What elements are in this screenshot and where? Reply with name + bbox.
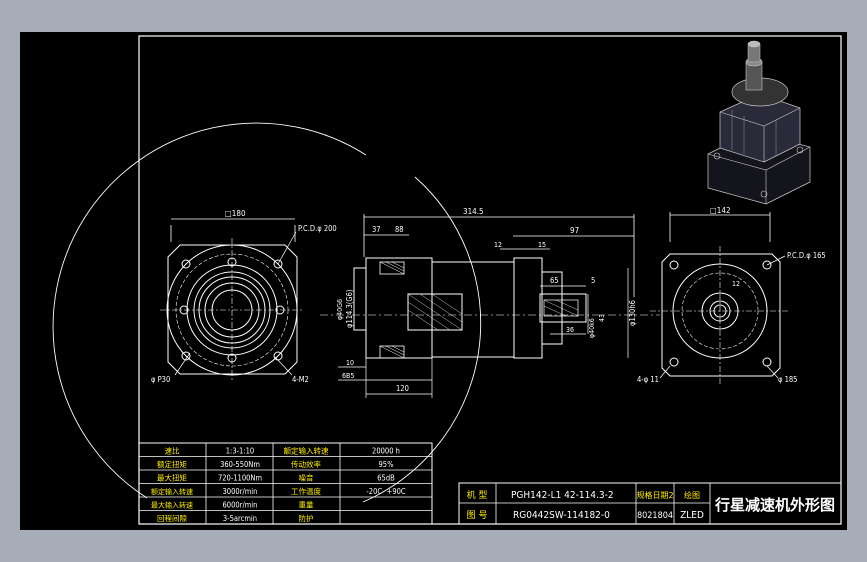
spec-table: 速比 1:3-1:10 额定输入转速 20000 h 额定扭矩 360-550N… <box>138 442 433 525</box>
drawn-value: ZLED <box>680 510 704 521</box>
spec-value-2b: 95% <box>379 460 395 469</box>
spec-label-5a: 最大输入转速 <box>151 501 193 510</box>
spec-value-4a: 3000r/min <box>223 487 258 496</box>
spec-label-6a: 回程间隙 <box>157 514 187 523</box>
model-label: 机 型 <box>467 489 488 501</box>
spec-value-3a: 720-1100Nm <box>218 474 262 483</box>
spec-label-4a: 额定输入转速 <box>151 487 193 496</box>
spec-label-1a: 速比 <box>165 446 180 456</box>
dim-pcd-left: P.C.D.φ 200 <box>298 224 337 233</box>
dim-6b5: 6B5 <box>342 372 354 380</box>
spec-label-6b: 防护 <box>299 513 314 523</box>
spec-value-4b: -20C- +90C <box>366 487 406 496</box>
spec-value-1a: 1:3-1:10 <box>226 447 254 456</box>
dim-36: 36 <box>566 326 574 334</box>
left-flange-view: □180 P.C.D.φ 200 φ P30 4-M2 <box>151 209 337 384</box>
drawing-title: 行星减速机外形图 <box>714 496 835 514</box>
side-section-view: 314.5 97 37 88 12 15 65 5 <box>320 207 660 398</box>
spec-value-5a: 6000r/min <box>223 501 258 510</box>
spec-label-1b: 额定输入转速 <box>284 446 329 456</box>
title-block: 机 型 PGH142-L1 42-114.3-2 图 号 RG0442SW-11… <box>458 482 842 525</box>
dim-dia-130: φ130h6 <box>628 300 637 326</box>
date-value: 8021804 <box>637 511 673 521</box>
right-flange-view: □142 P.C.D.φ 165 12 4-φ 11 φ 185 <box>637 206 826 384</box>
dim-pcd-right: P.C.D.φ 165 <box>787 251 826 260</box>
dim-120: 120 <box>396 384 409 393</box>
drawn-label: 绘图 <box>684 490 700 500</box>
code-label: 图 号 <box>467 510 488 521</box>
dim-dia-40k6: φ40k6 <box>588 318 596 338</box>
dim-65: 65 <box>550 276 559 285</box>
dim-97: 97 <box>570 226 579 235</box>
dim-box-right: □142 <box>710 206 731 215</box>
spec-value-6a: 3-5arcmin <box>223 514 257 523</box>
dim-bolt-holes-right: 4-φ 11 <box>637 375 659 384</box>
construction-arc-2 <box>362 176 482 503</box>
dim-88: 88 <box>395 225 404 234</box>
dim-bolt-circle-left: φ P30 <box>151 375 170 384</box>
dim-dia-40: φ40G6 <box>336 299 344 320</box>
drawing-canvas: □180 P.C.D.φ 200 φ P30 4-M2 314.5 97 <box>52 35 842 525</box>
spec-label-2a: 额定扭矩 <box>157 459 187 469</box>
model-value: PGH142-L1 42-114.3-2 <box>511 490 614 501</box>
construction-arc <box>52 122 367 499</box>
spec-label-4b: 工作温度 <box>291 486 321 496</box>
dim-bolt-holes-left: 4-M2 <box>292 375 309 384</box>
code-value: RG0442SW-114182-0 <box>513 510 610 521</box>
dim-box-left: □180 <box>225 209 246 218</box>
spec-date-label: 规格日期2 <box>636 490 673 500</box>
spec-value-2a: 360-550Nm <box>220 460 260 469</box>
dim-15: 15 <box>538 241 546 249</box>
dim-5: 5 <box>591 276 595 285</box>
spec-value-3b: 65dB <box>377 474 395 483</box>
spec-label-5b: 重量 <box>299 501 314 510</box>
spec-label-3a: 最大扭矩 <box>157 473 187 483</box>
spec-label-2b: 传动效率 <box>291 459 321 469</box>
spec-value-1b: 20000 h <box>372 447 400 456</box>
dim-flange-right: φ 185 <box>778 375 797 384</box>
isometric-view <box>707 40 811 205</box>
dim-37: 37 <box>372 225 381 234</box>
cad-viewport[interactable]: □180 P.C.D.φ 200 φ P30 4-M2 314.5 97 <box>20 32 847 530</box>
dim-12: 12 <box>494 241 502 249</box>
spec-label-3b: 噪音 <box>299 473 314 483</box>
dim-total-length: 314.5 <box>463 207 484 216</box>
dim-43: 43 <box>598 314 606 322</box>
dim-key-12: 12 <box>732 280 740 288</box>
dim-dia-114: φ114.3(G6) <box>345 289 354 328</box>
dim-10: 10 <box>346 359 354 367</box>
